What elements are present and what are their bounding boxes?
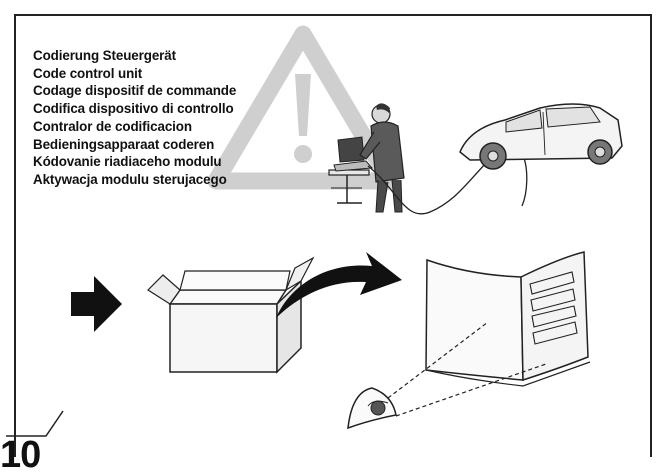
instruction-line-sk: Kódovanie riadiaceho modulu xyxy=(33,154,222,170)
page-corner-tab xyxy=(6,410,64,437)
right-arrow-icon xyxy=(71,276,122,332)
eye-icon xyxy=(347,387,397,430)
car-icon xyxy=(459,103,623,170)
sight-line-lower xyxy=(395,363,547,417)
instruction-line-it: Codifica dispositivo di controllo xyxy=(33,101,234,117)
instruction-text-list: Codierung Steuergerät Code control unit … xyxy=(33,47,236,189)
instruction-line-fr: Codage dispositif de commande xyxy=(33,83,237,99)
manual-book-icon xyxy=(425,251,591,387)
page-number: 10 xyxy=(0,434,41,476)
technician-laptop-icon xyxy=(328,103,405,213)
page-frame xyxy=(14,14,652,457)
warning-triangle-icon xyxy=(207,25,399,190)
instruction-line-nl: Bedieningsapparaat coderen xyxy=(33,136,215,152)
transfer-arrow xyxy=(276,252,402,318)
instruction-line-de: Codierung Steuergerät xyxy=(33,48,176,63)
instruction-line-en: Code control unit xyxy=(33,65,143,81)
illustration-canvas xyxy=(6,14,652,457)
instruction-line-pl: Aktywacja modulu sterujacego xyxy=(33,171,227,187)
instruction-line-es: Contralor de codificacion xyxy=(33,118,192,134)
instruction-page: Codierung Steuergerät Code control unit … xyxy=(0,14,652,474)
open-box-icon xyxy=(147,256,315,374)
